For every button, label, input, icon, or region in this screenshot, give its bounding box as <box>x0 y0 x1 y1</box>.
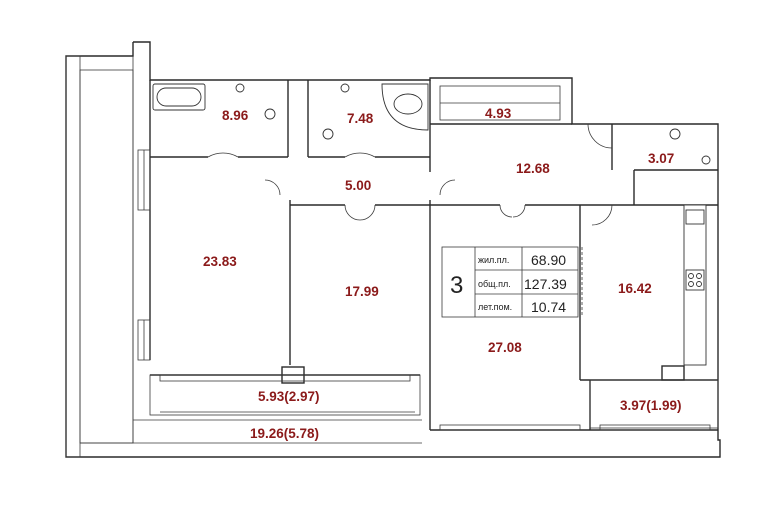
living-area-label: жил.пл. <box>478 255 509 265</box>
kitchen-unit <box>683 204 707 366</box>
room-area-bath: 8.96 <box>222 108 249 123</box>
room-area-bedroom-2: 17.99 <box>345 284 379 299</box>
room-area-wc: 7.48 <box>347 111 374 126</box>
doors <box>207 123 613 226</box>
room-labels: 8.96 7.48 4.93 3.07 5.00 12.68 23.83 17.… <box>203 106 682 441</box>
area-summary-table: 3 жил.пл. 68.90 общ.пл. 127.39 лет.пом. … <box>441 246 583 318</box>
summer-area-label: лет.пом. <box>478 302 512 312</box>
total-area-value: 127.39 <box>524 276 567 292</box>
room-area-hall: 12.68 <box>516 161 550 176</box>
room-area-corridor: 5.00 <box>345 178 371 193</box>
wardrobe <box>439 85 561 121</box>
room-area-living: 27.08 <box>488 340 522 355</box>
total-area-label: общ.пл. <box>478 279 511 289</box>
windows <box>137 149 711 431</box>
corner-bath <box>381 83 429 131</box>
summer-area-value: 10.74 <box>531 299 566 315</box>
rooms-count: 3 <box>450 272 463 299</box>
room-area-kitchen: 16.42 <box>618 281 652 296</box>
living-area-value: 68.90 <box>531 252 566 268</box>
room-area-hall-small: 3.07 <box>648 151 674 166</box>
room-area-balcony-1: 5.93(2.97) <box>258 389 320 404</box>
room-area-closet: 4.93 <box>485 106 512 121</box>
room-area-bedroom-1: 23.83 <box>203 254 237 269</box>
toilets <box>235 83 711 165</box>
room-area-loggia: 19.26(5.78) <box>250 426 319 441</box>
room-area-balcony-2: 3.97(1.99) <box>620 398 682 413</box>
bathtub <box>152 83 206 111</box>
balcony-outlines <box>133 374 719 429</box>
